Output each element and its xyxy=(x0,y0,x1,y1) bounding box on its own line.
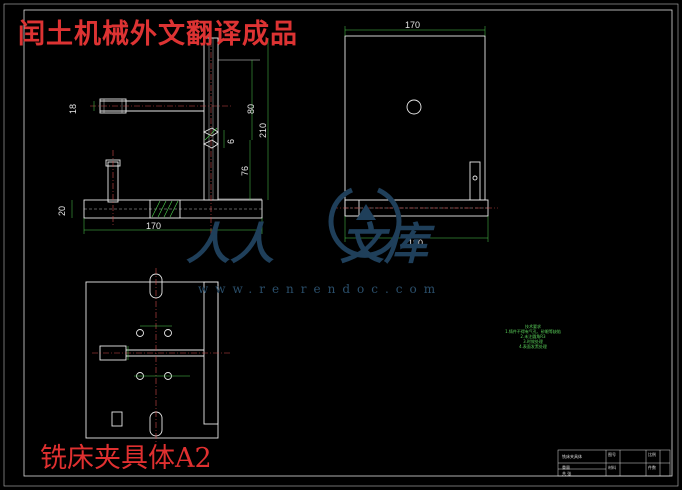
title-block-field: 件数 xyxy=(648,465,656,470)
title-block-field: 共 张 xyxy=(562,471,572,476)
side-plate xyxy=(344,35,486,201)
plan-centerlines xyxy=(92,268,232,444)
outer-frame xyxy=(3,3,679,487)
technical-notes-heading: 技术要求 xyxy=(525,324,541,329)
technical-notes: 技术要求 1.铸件不得有气孔、砂眼等缺陷 2.未注圆角R3 3.时效处理 4.表… xyxy=(488,324,578,349)
side-bracket xyxy=(469,161,481,201)
title-block xyxy=(557,449,671,477)
front-centerlines xyxy=(90,30,232,236)
title-block-part-name: 铣床夹具体 xyxy=(562,454,582,459)
inner-frame xyxy=(23,9,673,477)
technical-note-line: 3.时效处理 xyxy=(523,339,543,344)
front-dimlines xyxy=(71,38,269,234)
title-block-field: 重量 xyxy=(562,465,570,470)
title-block-field: 比例 xyxy=(648,452,656,457)
dim-side-base-width: 180 xyxy=(408,238,423,248)
plan-view xyxy=(85,273,219,439)
dim-front-total-height: 210 xyxy=(258,123,268,138)
plan-dimlines xyxy=(127,325,190,377)
side-view xyxy=(344,35,489,217)
watermark-url: www.renrendoc.com xyxy=(198,282,443,296)
technical-note-line: 2.未注圆角R3 xyxy=(520,334,546,339)
watermark-brand-b: 文库 xyxy=(340,219,428,270)
technical-note-line: 1.铸件不得有气孔、砂眼等缺陷 xyxy=(505,329,561,334)
banner-title: 闰土机械外文翻译成品 xyxy=(18,19,298,50)
dim-front-width: 170 xyxy=(146,221,161,231)
dim-front-pin-dia: 18 xyxy=(68,104,78,114)
plan-hole xyxy=(136,329,144,337)
dim-front-upper-height: 80 xyxy=(246,104,256,114)
title-block-field: 图号 xyxy=(608,452,616,457)
watermark-logo xyxy=(328,187,402,258)
front-hatch xyxy=(151,127,218,218)
front-view xyxy=(83,37,263,219)
side-hole xyxy=(406,99,422,115)
technical-note-line: 4.表面发黑处理 xyxy=(519,344,547,349)
dim-side-width: 170 xyxy=(405,20,420,30)
dim-front-small-gap: 6 xyxy=(226,139,236,144)
dim-front-base-height: 20 xyxy=(57,206,67,216)
drawing-title: 铣床夹具体A2 xyxy=(40,443,212,474)
side-dimlines xyxy=(344,26,489,242)
title-block-field: 材料 xyxy=(608,465,616,470)
dim-front-mid-height: 76 xyxy=(240,166,250,176)
watermark-brand-a: 人人 xyxy=(186,219,274,270)
